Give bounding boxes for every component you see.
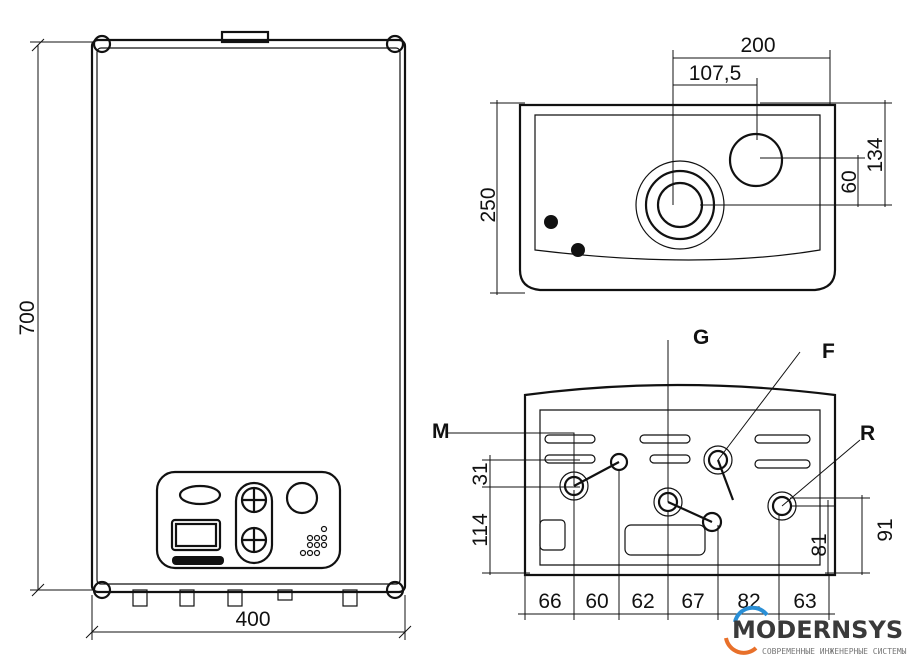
modernsys-logo: MODERNSYS СОВРЕМЕННЫЕ ИНЖЕНЕРНЫЕ СИСТЕМЫ [724, 605, 907, 656]
dim-81: 81 [808, 533, 831, 556]
bottom-view: M G F R 31 114 66 60 62 67 82 63 81 91 [432, 326, 897, 620]
label-R: R [860, 422, 875, 445]
label-G: G [693, 326, 709, 349]
rear-small-dimension-label: 60 [838, 170, 861, 193]
height-dimension-label: 700 [16, 300, 39, 335]
label-M: M [432, 420, 450, 443]
control-panel [155, 470, 342, 570]
width-dimension-label: 400 [235, 608, 270, 631]
connection-F [701, 445, 733, 533]
front-view: 700 400 [16, 30, 412, 640]
dim-31: 31 [469, 462, 492, 485]
up-button-icon [240, 486, 268, 514]
flue-center-label: 107,5 [689, 62, 742, 85]
dim-62: 62 [631, 590, 654, 613]
dim-60: 60 [585, 590, 608, 613]
flue-offset-label: 200 [740, 34, 775, 57]
pressure-gauge-icon [285, 481, 319, 515]
down-button-icon [240, 526, 268, 554]
rear-dimension-label: 134 [864, 137, 887, 172]
depth-dimension-label: 250 [477, 187, 500, 222]
dim-63: 63 [793, 590, 816, 613]
dim-91: 91 [874, 518, 897, 541]
label-F: F [822, 340, 835, 363]
dim-114: 114 [469, 513, 492, 547]
logo-tagline: СОВРЕМЕННЫЕ ИНЖЕНЕРНЫЕ СИСТЕМЫ [762, 647, 907, 656]
top-view: 250 200 107,5 134 60 [477, 34, 892, 295]
logo-name: MODERNSYS [732, 616, 903, 644]
dim-67: 67 [681, 590, 704, 613]
dim-66: 66 [538, 590, 561, 613]
